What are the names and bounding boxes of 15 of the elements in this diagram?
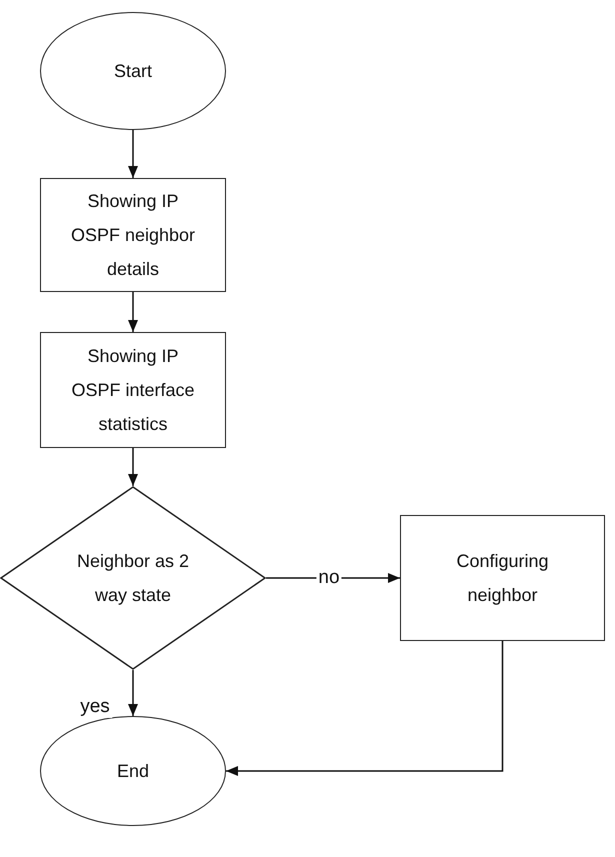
process-box [40, 332, 226, 448]
arrow [128, 292, 138, 332]
arrow [128, 130, 138, 178]
decision-diamond [0, 486, 266, 670]
node-text: Showing IP OSPF neighbor details [70, 190, 196, 281]
node-text: Configuring neighbor [455, 550, 550, 607]
arrow [226, 641, 504, 776]
node-text: Showing IP OSPF interface statistics [70, 345, 196, 436]
arrow [128, 670, 138, 716]
node-text: Start [114, 60, 152, 83]
arrow [128, 448, 138, 486]
node-text: Neighbor as 2 way state [76, 550, 190, 607]
process-box [400, 515, 605, 641]
process-box [40, 178, 226, 292]
node-text: End [116, 760, 150, 783]
